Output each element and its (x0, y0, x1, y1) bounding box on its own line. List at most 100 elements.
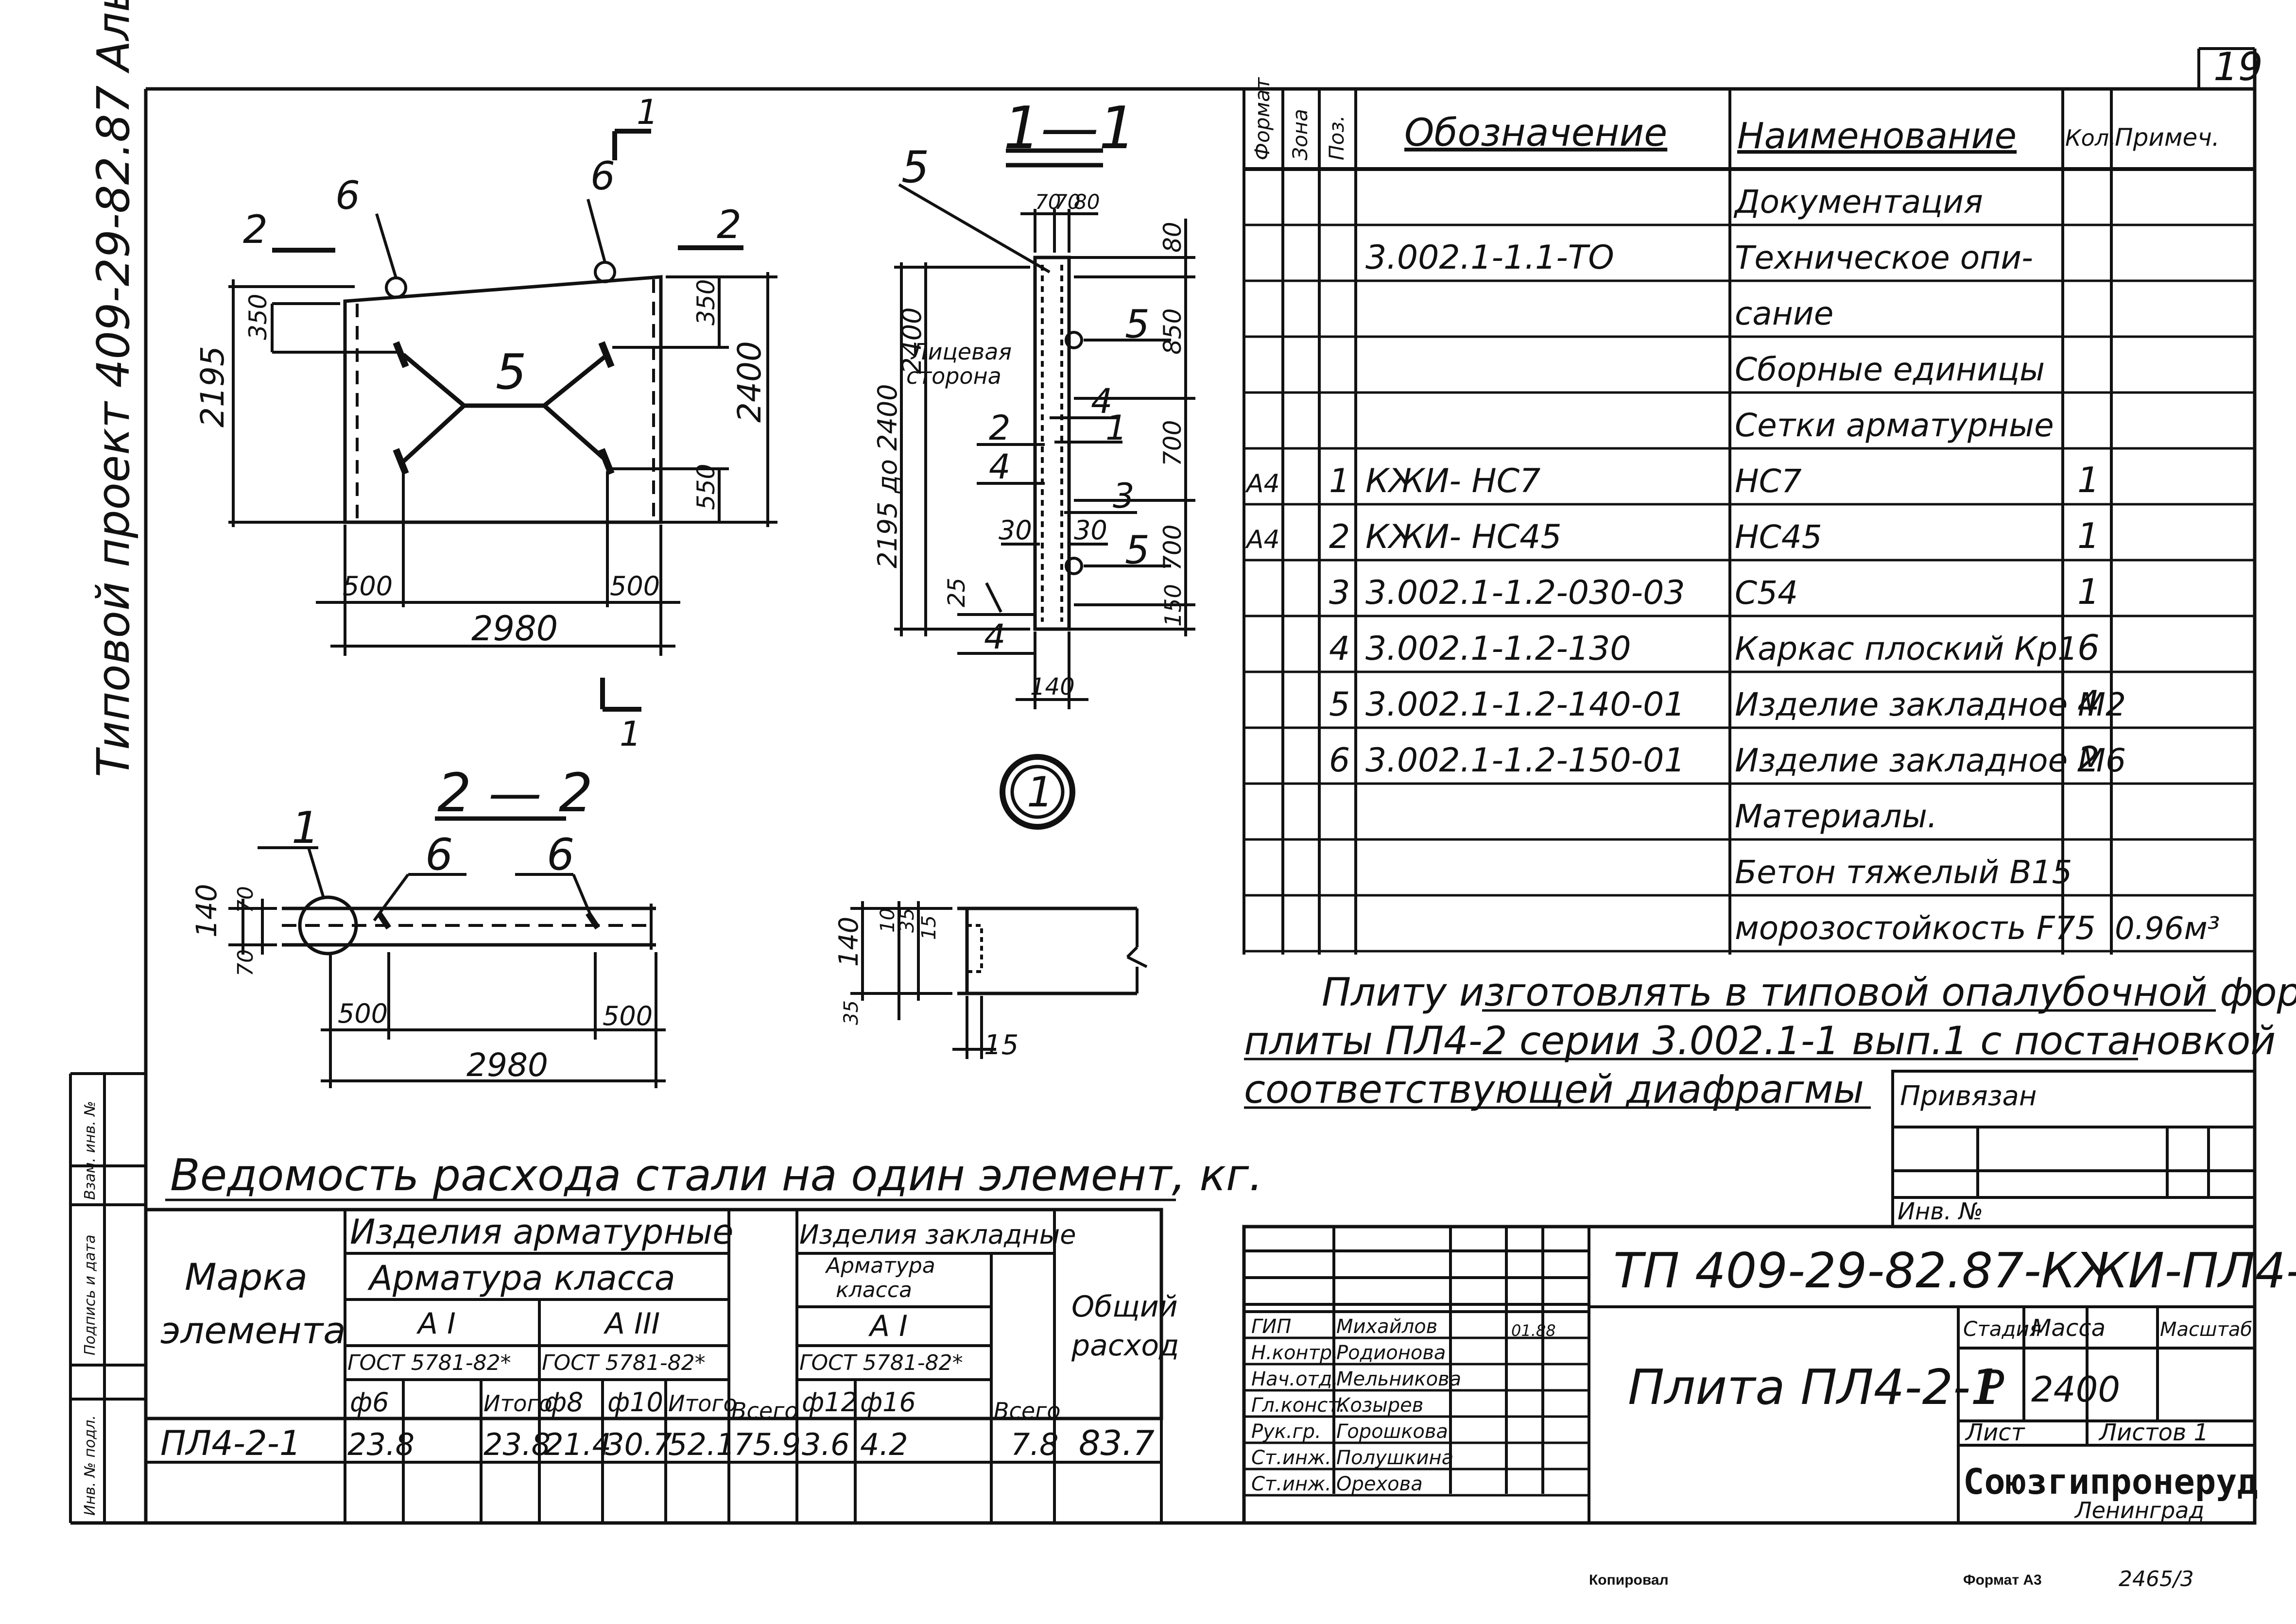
s11-dim-r700a: 700 (1158, 420, 1187, 466)
scale-label: Масштаб (2160, 1318, 2252, 1341)
spec-row-6-pos: 1 (1329, 462, 1350, 500)
spec-row-6-qty: 1 (2077, 460, 2100, 500)
mass-label: Масса (2031, 1315, 2106, 1342)
steel-total1-header: Всего (731, 1398, 798, 1424)
callout-5: 5 (496, 343, 527, 400)
face-label-1: Лицевая (910, 339, 1012, 365)
spec-row-7-qty: 1 (2077, 515, 2100, 556)
note-line-1: Плиту изготовлять в типовой опалубочной … (1322, 970, 2296, 1015)
section-mark-2-left: 2 (243, 207, 268, 252)
steel-col-sum1: Итого (483, 1390, 552, 1417)
title-date: 01.88 (1511, 1321, 1556, 1340)
spec-row-9-designation: 3.002.1-1.2-130 (1365, 630, 1631, 668)
steel-col-d10: ф10 (607, 1387, 663, 1418)
mass-value: 2400 (2031, 1369, 2120, 1410)
s11-dim-r80: 80 (1158, 222, 1187, 253)
dim-350-right: 350 (692, 279, 720, 325)
tie-label: Привязан (1900, 1080, 2037, 1112)
steel-overall-header-2: расход (1071, 1329, 1179, 1363)
spec-row-11-pos: 6 (1329, 741, 1350, 780)
steel-group2: Изделия закладные (799, 1219, 1076, 1250)
org-name: Союзгипронеруд (1963, 1461, 2258, 1502)
s11-dim-r700b: 700 (1158, 525, 1187, 571)
sheets-label: Листов 1 (2098, 1419, 2209, 1446)
project-label: Типовой проект 409-29-82.87 Альбом3 (87, 0, 139, 777)
spec-row-8-pos: 3 (1329, 574, 1350, 612)
node-dim-35a: 35 (896, 908, 918, 933)
spec-row-2-name: Техническое опи- (1735, 239, 2033, 276)
dim-2195: 2195 (194, 346, 231, 427)
s11-dim-r850: 850 (1158, 308, 1187, 355)
title-person-3: Мельникова (1336, 1368, 1461, 1390)
title-person-6: Полушкина (1336, 1447, 1453, 1469)
spec-header-pos: Поз. (1325, 115, 1348, 160)
s11-callout-3: 3 (1113, 476, 1135, 516)
spec-row-12-name: Материалы. (1735, 798, 1937, 835)
steel-row-sum1: 23.8 (483, 1427, 551, 1462)
spec-row-2-designation: 3.002.1-1.1-ТО (1365, 239, 1614, 277)
s11-dim-r150: 150 (1160, 584, 1186, 627)
spec-row-10-name: Изделие закладное М2 (1735, 686, 2126, 723)
spec-row-7-name: НС45 (1735, 518, 1822, 556)
steel-table-title: Ведомость расхода стали на один элемент,… (170, 1150, 1263, 1201)
s11-callout-4b: 4 (989, 447, 1011, 487)
stage-label: Стадия (1963, 1317, 2041, 1341)
s11-dim-80: 80 (1074, 190, 1100, 214)
steel-row-total1: 75.9 (734, 1427, 801, 1462)
spec-row-1-name: Документация (1733, 183, 1983, 221)
steel-total2-header: Всего (994, 1398, 1060, 1424)
s11-dim-140: 140 (1030, 673, 1075, 701)
section-2-2-title: 2 — 2 (437, 762, 593, 824)
s22-dim-140: 140 (190, 884, 223, 938)
spec-row-7-pos: 2 (1329, 518, 1350, 556)
spec-row-4-name: Сборные единицы (1735, 351, 2045, 388)
spec-header-note: Примеч. (2115, 123, 2220, 152)
spec-row-6-designation: КЖИ- НС7 (1365, 462, 1540, 500)
s11-callout-4c: 4 (984, 617, 1006, 657)
steel-class-a1b: А I (868, 1309, 908, 1343)
spec-row-6-fmt: А4 (1245, 469, 1280, 498)
steel-group1: Изделия арматурные (350, 1212, 733, 1252)
s11-callout-5-top: 5 (901, 142, 929, 193)
steel-col-d12: ф12 (802, 1387, 858, 1418)
s11-dim-25: 25 (943, 578, 970, 607)
tie-box (1891, 1070, 2256, 1228)
section-mark-2-right: 2 (717, 202, 742, 247)
s11-dim-2400: 2400 (897, 308, 927, 374)
steel-row-d12: 3.6 (802, 1427, 850, 1462)
s11-dim-70b: 70 (1054, 190, 1080, 214)
title-person-4: Козырев (1336, 1394, 1423, 1417)
sheet-number: 19 (2213, 44, 2263, 89)
title-role-5: Рук.гр. (1251, 1420, 1321, 1443)
section-1-1 (894, 148, 1195, 709)
steel-mark-header-1: Марка (185, 1255, 308, 1299)
spec-row-10-qty: 4 (2077, 683, 2100, 724)
s11-callout-5-mid: 5 (1125, 302, 1150, 347)
dim-500-right: 500 (610, 571, 660, 601)
node-dim-35b: 35 (840, 1000, 863, 1025)
steel-class-a3: А III (603, 1307, 660, 1341)
spec-row-9-name: Каркас плоский Кр1 (1735, 630, 2078, 667)
dim-2400: 2400 (731, 341, 768, 423)
s11-dim-2195-2400: 2195 до 2400 (872, 384, 903, 568)
callout-6a: 6 (335, 173, 360, 218)
spec-row-10-pos: 5 (1329, 685, 1350, 724)
detail-circle-label: 1 (1027, 768, 1053, 817)
s11-callout-1: 1 (1105, 408, 1127, 448)
spec-row-3-name: сание (1735, 295, 1833, 332)
s22-dim-70b: 70 (233, 949, 258, 976)
spec-row-10-designation: 3.002.1-1.2-140-01 (1365, 685, 1685, 724)
title-person-2: Родионова (1336, 1342, 1446, 1364)
steel-table-grid (144, 1208, 1163, 1523)
callout-6b: 6 (590, 154, 615, 199)
steel-mark-header-2: элемента (160, 1309, 346, 1352)
steel-row-total2: 7.8 (1011, 1427, 1059, 1462)
s22-dim-500a: 500 (338, 998, 388, 1029)
s11-dim-30b: 30 (1074, 515, 1107, 546)
stamp-signature: Подпись и дата (82, 1235, 99, 1356)
dim-350-left: 350 (244, 294, 272, 340)
steel-group2-sub-2: класса (836, 1278, 912, 1302)
s22-callout-1: 1 (292, 803, 319, 854)
